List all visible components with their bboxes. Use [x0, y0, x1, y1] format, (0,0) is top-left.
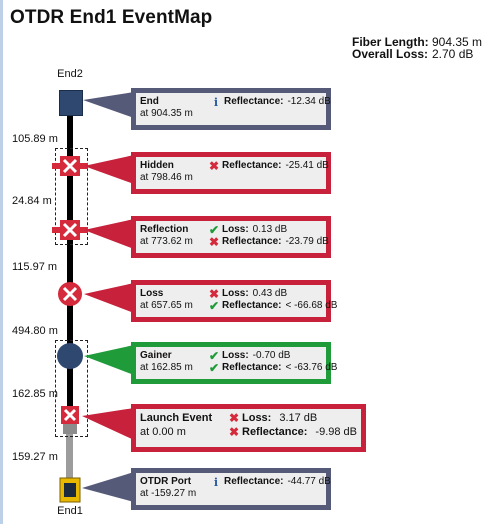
event-location: at 904.35 m — [140, 108, 193, 119]
measurement-row: ✔ Loss: -0.70 dB — [208, 348, 291, 363]
event-name: Launch Event — [140, 412, 213, 424]
event-name: Reflection — [140, 224, 189, 235]
measurement-row: ✖ Loss: 3.17 dB — [228, 412, 317, 425]
event-callout-loss[interactable]: Loss at 657.65 m ✖ Loss: 0.43 dB ✔ Refle… — [131, 280, 337, 322]
measurement-label: Loss: — [222, 224, 249, 235]
info-icon: i — [213, 475, 219, 489]
end-marker-icon[interactable] — [59, 90, 83, 116]
fiber-length-value: 904.35 m — [432, 35, 483, 49]
event-callout-launch[interactable]: Launch Event at 0.00 m ✖ Loss: 3.17 dB ✖… — [131, 404, 366, 452]
callout-pointer — [84, 155, 134, 184]
event-callout-hidden[interactable]: Hidden at 798.46 m ✖ Reflectance: -25.41… — [131, 152, 331, 194]
event-location: at 773.62 m — [140, 236, 193, 247]
loss-event-marker-icon — [58, 282, 82, 306]
event-callout-reflection[interactable]: Reflection at 773.62 m ✔ Loss: 0.13 dB ✖… — [131, 216, 331, 258]
measurement-value: 3.17 dB — [279, 412, 318, 424]
segment-length-4: 494.80 m — [12, 325, 58, 337]
measurement-label: Reflectance: — [224, 476, 284, 487]
measurement-value: 0.13 dB — [252, 224, 288, 235]
gainer-event-marker-icon — [57, 343, 83, 369]
measurement-value: -25.41 dB — [285, 160, 329, 171]
summary-panel: Fiber Length: 904.35 m Overall Loss: 2.7… — [352, 36, 482, 60]
event-name: End — [140, 96, 159, 107]
fail-x-icon: ✖ — [208, 234, 220, 249]
event-location: at -159.27 m — [140, 488, 197, 499]
page-title: OTDR End1 EventMap — [10, 7, 213, 28]
event-location: at 0.00 m — [140, 426, 186, 438]
measurement-value: -9.98 dB — [315, 426, 358, 438]
measurement-label: Reflectance: — [222, 300, 282, 311]
event-callout-end[interactable]: End at 904.35 m i Reflectance: -12.34 dB — [131, 88, 331, 130]
measurement-value: -23.79 dB — [285, 236, 329, 247]
window-left-border — [0, 0, 3, 524]
measurement-label: Loss: — [222, 350, 249, 361]
measurement-label: Reflectance: — [222, 362, 282, 373]
measurement-row: i Reflectance: -12.34 dB — [210, 96, 331, 108]
end2-label: End2 — [57, 68, 83, 80]
measurement-row: ✔ Reflectance: < -66.68 dB — [208, 300, 337, 312]
measurement-value: -0.70 dB — [252, 350, 291, 361]
event-location: at 657.65 m — [140, 300, 193, 311]
event-group-box — [55, 148, 88, 245]
pass-check-icon: ✔ — [208, 360, 220, 375]
event-location: at 798.46 m — [140, 172, 193, 183]
measurement-row: ✖ Loss: 0.43 dB — [208, 288, 287, 300]
overall-loss-label: Overall Loss: — [352, 47, 429, 61]
segment-length-6: 159.27 m — [12, 451, 58, 463]
segment-length-3: 115.97 m — [12, 261, 58, 273]
segment-length-2: 24.84 m — [12, 195, 52, 207]
measurement-label: Reflectance: — [222, 236, 282, 247]
otdr-port-connector-icon — [59, 477, 81, 503]
measurement-value: 0.43 dB — [252, 288, 288, 299]
segment-length-5: 162.85 m — [12, 388, 58, 400]
fail-x-icon: ✖ — [228, 411, 240, 425]
measurement-row: ✖ Reflectance: -9.98 dB — [228, 426, 357, 439]
measurement-value: < -66.68 dB — [285, 300, 338, 311]
event-callout-otdr-port[interactable]: OTDR Port at -159.27 m i Reflectance: -4… — [131, 468, 331, 510]
reflection-event-marker-icon — [52, 220, 88, 240]
event-name: OTDR Port — [140, 476, 192, 487]
end1-label: End1 — [57, 505, 83, 517]
pass-check-icon: ✔ — [208, 298, 220, 313]
measurement-row: ✖ Reflectance: -23.79 dB — [208, 236, 329, 248]
overall-loss-value: 2.70 dB — [432, 47, 474, 61]
fail-x-icon: ✖ — [208, 286, 220, 301]
event-location: at 162.85 m — [140, 362, 193, 373]
measurement-row: ✔ Loss: 0.13 dB — [208, 224, 287, 236]
event-callout-gainer[interactable]: Gainer at 162.85 m ✔ Loss: -0.70 dB ✔ Re… — [131, 342, 337, 384]
fiber-line — [67, 114, 73, 426]
measurement-label: Reflectance: — [222, 160, 282, 171]
launch-fiber-line — [66, 424, 73, 480]
measurement-label: Loss: — [222, 288, 249, 299]
measurement-label: Reflectance: — [224, 96, 284, 107]
pass-check-icon: ✔ — [208, 348, 220, 363]
measurement-value: -12.34 dB — [287, 96, 331, 107]
info-icon: i — [213, 95, 219, 109]
callout-pointer — [84, 219, 134, 249]
callout-pointer — [84, 283, 134, 313]
fail-x-icon: ✖ — [228, 425, 240, 439]
callout-pointer — [82, 408, 134, 440]
event-name: Loss — [140, 288, 164, 299]
event-name: Hidden — [140, 160, 174, 171]
event-group-box — [55, 340, 88, 437]
segment-length-1: 105.89 m — [12, 133, 58, 145]
launch-event-marker-icon — [61, 406, 79, 434]
hidden-event-marker-icon — [52, 156, 88, 176]
measurement-row: ✔ Reflectance: < -63.76 dB — [208, 362, 337, 374]
callout-pointer — [82, 472, 134, 502]
event-name: Gainer — [140, 350, 172, 361]
fiber-length-label: Fiber Length: — [352, 35, 429, 49]
measurement-label: Loss: — [242, 412, 272, 424]
pass-check-icon: ✔ — [208, 222, 220, 237]
measurement-value: -44.77 dB — [287, 476, 331, 487]
fail-x-icon: ✖ — [208, 158, 220, 173]
measurement-row: ✖ Reflectance: -25.41 dB — [208, 160, 329, 172]
callout-pointer — [84, 345, 134, 375]
measurement-value: < -63.76 dB — [285, 362, 338, 373]
measurement-label: Reflectance: — [242, 426, 308, 438]
measurement-row: i Reflectance: -44.77 dB — [210, 476, 331, 488]
callout-pointer — [83, 92, 134, 118]
